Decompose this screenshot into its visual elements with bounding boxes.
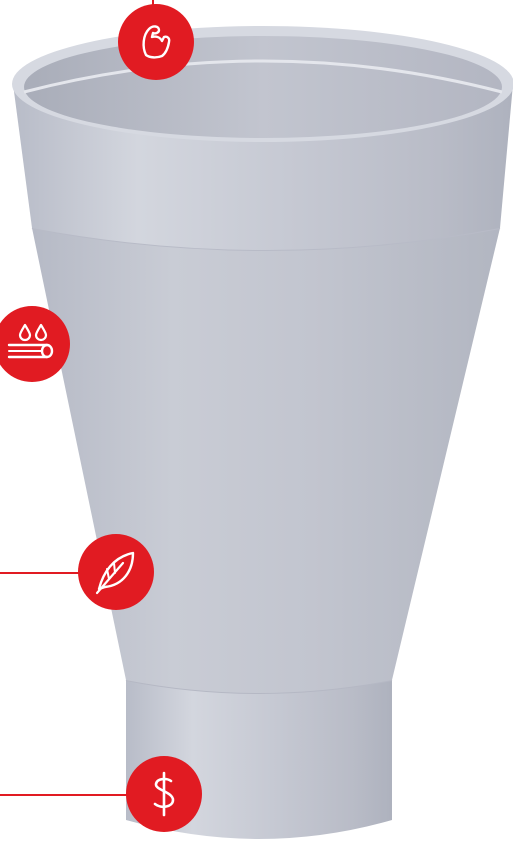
cone-body (32, 228, 500, 693)
moisture-resistance-badge (0, 306, 70, 382)
callout-line-leaf (0, 572, 80, 574)
top-opening (24, 36, 502, 138)
strength-badge (118, 4, 194, 80)
strength-arm-icon (142, 25, 171, 59)
callout-line-dollar (0, 794, 128, 796)
leaf-icon (95, 551, 135, 595)
cost-badge (126, 756, 202, 832)
dollar-icon (153, 771, 175, 817)
pipe-water-drops-icon (7, 323, 54, 359)
eco-badge (78, 534, 154, 610)
